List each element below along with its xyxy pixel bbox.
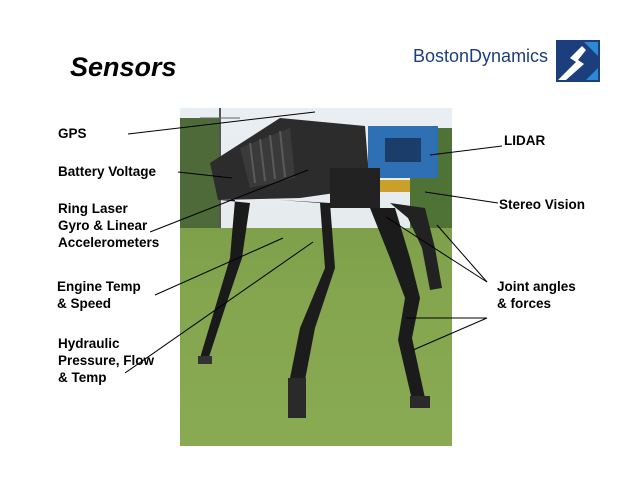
slide-title: Sensors [70, 52, 177, 82]
boston-dynamics-logo-icon [556, 40, 600, 82]
robot-photo [180, 108, 452, 446]
logo-text-part2: Dynamics [469, 46, 549, 66]
label-lidar: LIDAR [504, 133, 546, 148]
logo-text-part1: Boston [413, 46, 470, 66]
label-engine-temp: Engine Temp & Speed [57, 279, 141, 311]
label-hydraulic: Hydraulic Pressure, Flow & Temp [58, 336, 155, 385]
label-battery-voltage: Battery Voltage [58, 164, 157, 179]
boston-dynamics-logo-text: BostonDynamics [413, 46, 548, 67]
label-joint-angles: Joint angles & forces [497, 279, 576, 311]
label-ring-laser-gyro: Ring Laser Gyro & Linear Accelerometers [58, 201, 160, 250]
label-gps: GPS [58, 126, 87, 141]
label-stereo-vision: Stereo Vision [499, 197, 586, 212]
